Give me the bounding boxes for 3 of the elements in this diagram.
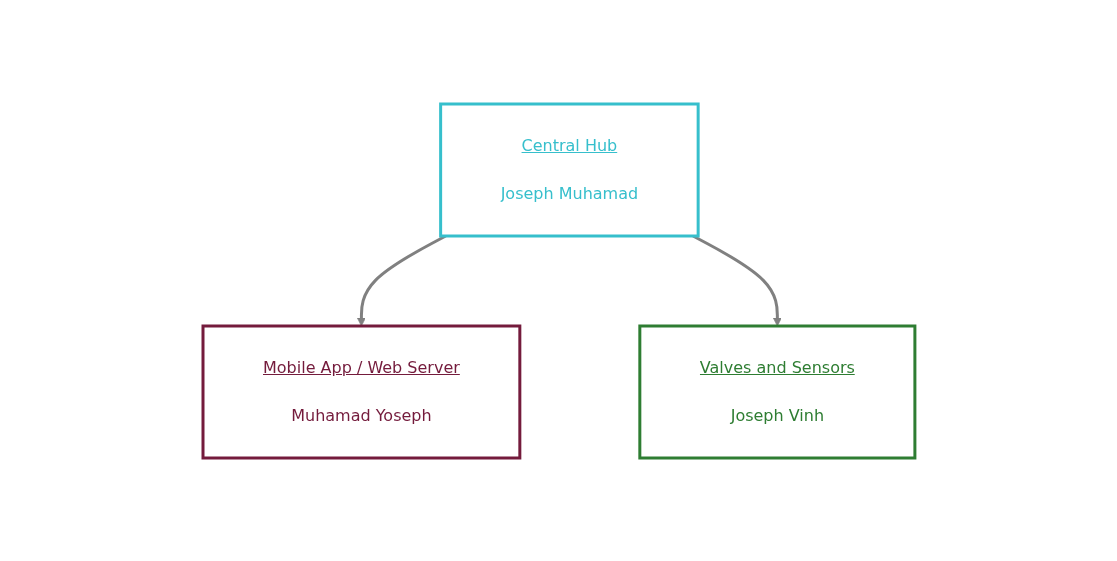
node-box: Mobile App / Web Server Muhamad Yoseph xyxy=(201,324,521,459)
node-box: Valves and Sensors Joseph Vinh xyxy=(637,324,916,459)
node-box: Central Hub Joseph Muhamad xyxy=(438,102,700,237)
